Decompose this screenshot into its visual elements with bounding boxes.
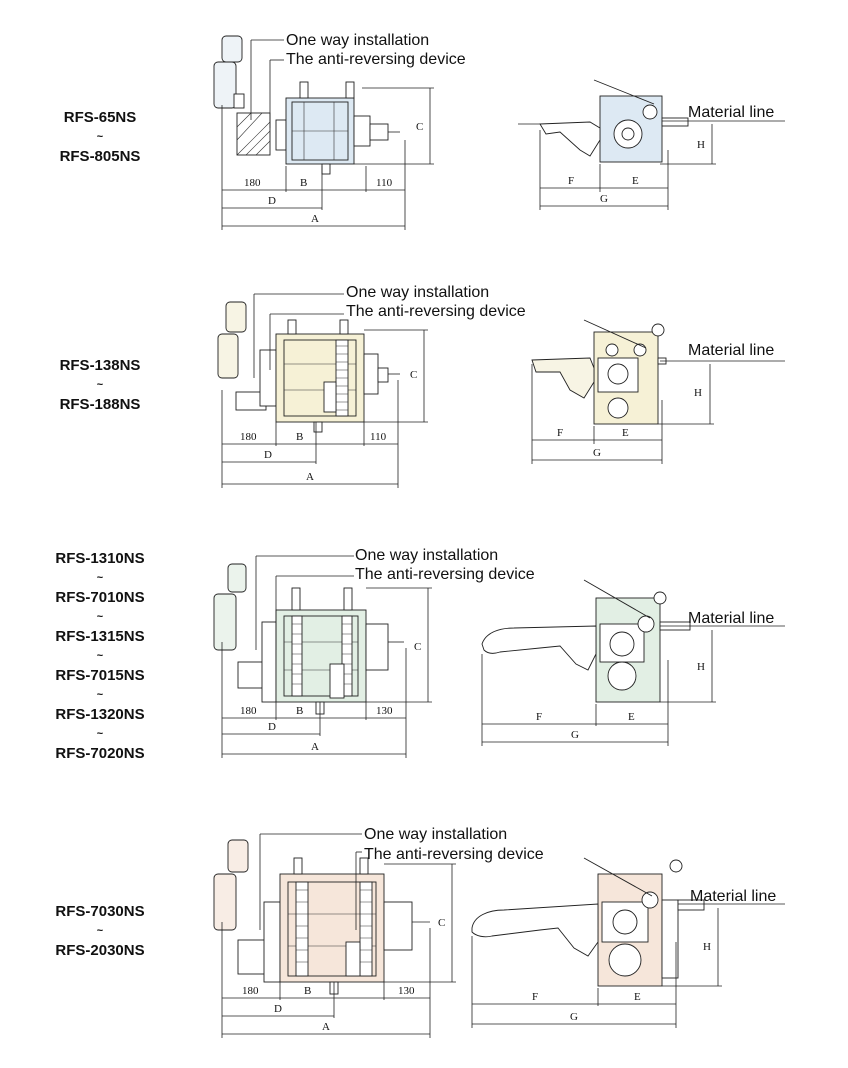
diagram-4: One way installation The anti-reversing …: [213, 826, 785, 1038]
dim-e: E: [634, 991, 641, 1003]
dim-d: D: [264, 449, 272, 461]
feeder-body: [275, 609, 367, 703]
dim-right: 110: [370, 431, 387, 443]
dim-c: C: [416, 121, 423, 133]
material-line-label: Material line: [688, 342, 774, 359]
model-range-separator: ~: [96, 649, 104, 662]
material-line-label: Material line: [688, 104, 774, 121]
front-view: One way installation The anti-reversing …: [213, 826, 544, 1038]
model-list-1: RFS-65NS ~ RFS-805NS: [0, 108, 200, 167]
one-way-label: One way installation: [355, 547, 498, 564]
model-range-separator: ~: [96, 378, 104, 391]
dim-b: B: [296, 705, 303, 717]
dim-d: D: [268, 721, 276, 733]
model-name: RFS-7015NS: [55, 667, 145, 684]
dim-e: E: [622, 427, 629, 439]
dim-a: A: [311, 213, 319, 225]
dim-g: G: [570, 1011, 578, 1023]
dim-right: 110: [376, 177, 393, 189]
section-4: RFS-7030NS ~ RFS-2030NS One: [0, 810, 848, 1060]
dim-180: 180: [244, 177, 261, 189]
model-name: RFS-7010NS: [55, 589, 145, 606]
model-name: RFS-1315NS: [55, 628, 145, 645]
model-name: RFS-7020NS: [55, 745, 145, 762]
side-view: Material line H F E G: [518, 79, 785, 210]
front-view: One way installation The anti-reversing …: [217, 284, 526, 488]
dim-c: C: [438, 917, 445, 929]
material-line-label: Material line: [690, 888, 776, 905]
side-view: Material line H F E G: [531, 319, 785, 464]
model-name: RFS-188NS: [59, 396, 141, 413]
model-name: RFS-2030NS: [55, 942, 145, 959]
one-way-label: One way installation: [364, 826, 507, 843]
model-range-separator: ~: [96, 727, 104, 740]
model-name: RFS-1310NS: [55, 550, 145, 567]
dim-f: F: [532, 991, 538, 1003]
model-name: RFS-1320NS: [55, 706, 145, 723]
diagram-2: One way installation The anti-reversing …: [217, 284, 785, 488]
material-line-label: Material line: [688, 610, 774, 627]
model-range-separator: ~: [96, 610, 104, 623]
anti-reverse-label: The anti-reversing device: [346, 303, 526, 320]
dim-a: A: [311, 741, 319, 753]
section-3: RFS-1310NS ~ RFS-7010NS ~ RFS-1315NS ~ R…: [0, 530, 848, 780]
model-list-2: RFS-138NS ~ RFS-188NS: [0, 356, 200, 415]
dim-f: F: [536, 711, 542, 723]
model-range-separator: ~: [96, 571, 104, 584]
section-2: RFS-138NS ~ RFS-188NS One wa: [0, 250, 848, 500]
dim-180: 180: [242, 985, 259, 997]
model-range-separator: ~: [96, 130, 104, 143]
diagram-3: One way installation The anti-reversing …: [213, 547, 785, 758]
front-view: One way installation The anti-reversing …: [213, 32, 466, 230]
anti-reverse-label: The anti-reversing device: [364, 846, 544, 863]
dim-b: B: [304, 985, 311, 997]
dim-g: G: [600, 193, 608, 205]
model-name: RFS-7030NS: [55, 903, 145, 920]
model-name: RFS-138NS: [59, 357, 141, 374]
dim-b: B: [300, 177, 307, 189]
feeder-body: [275, 333, 365, 423]
dim-c: C: [414, 641, 421, 653]
dim-right: 130: [398, 985, 415, 997]
dim-h: H: [703, 941, 711, 953]
dim-c: C: [410, 369, 417, 381]
model-list-3: RFS-1310NS ~ RFS-7010NS ~ RFS-1315NS ~ R…: [0, 549, 200, 764]
model-range-separator: ~: [96, 924, 104, 937]
one-way-label: One way installation: [346, 284, 489, 301]
front-view: One way installation The anti-reversing …: [213, 547, 535, 758]
anti-reverse-label: The anti-reversing device: [286, 51, 466, 68]
dim-e: E: [632, 175, 639, 187]
dim-h: H: [694, 387, 702, 399]
model-name: RFS-65NS: [63, 109, 137, 126]
dim-a: A: [306, 471, 314, 483]
dim-b: B: [296, 431, 303, 443]
one-way-label: One way installation: [286, 32, 429, 49]
dim-h: H: [697, 661, 705, 673]
dim-f: F: [557, 427, 563, 439]
model-list-4: RFS-7030NS ~ RFS-2030NS: [0, 902, 200, 961]
dim-180: 180: [240, 705, 257, 717]
dim-g: G: [593, 447, 601, 459]
dim-a: A: [322, 1021, 330, 1033]
dim-e: E: [628, 711, 635, 723]
section-1: RFS-65NS ~ RFS-805NS: [0, 0, 848, 250]
dim-right: 130: [376, 705, 393, 717]
dim-f: F: [568, 175, 574, 187]
dim-h: H: [697, 139, 705, 151]
dim-180: 180: [240, 431, 257, 443]
side-view: Material line H F E G: [481, 579, 785, 746]
anti-reverse-label: The anti-reversing device: [355, 566, 535, 583]
dim-d: D: [274, 1003, 282, 1015]
dim-g: G: [571, 729, 579, 741]
dim-d: D: [268, 195, 276, 207]
diagram-1: One way installation The anti-reversing …: [213, 32, 785, 230]
side-view: Material line H F E G: [471, 857, 785, 1028]
model-name: RFS-805NS: [59, 148, 141, 165]
model-range-separator: ~: [96, 688, 104, 701]
